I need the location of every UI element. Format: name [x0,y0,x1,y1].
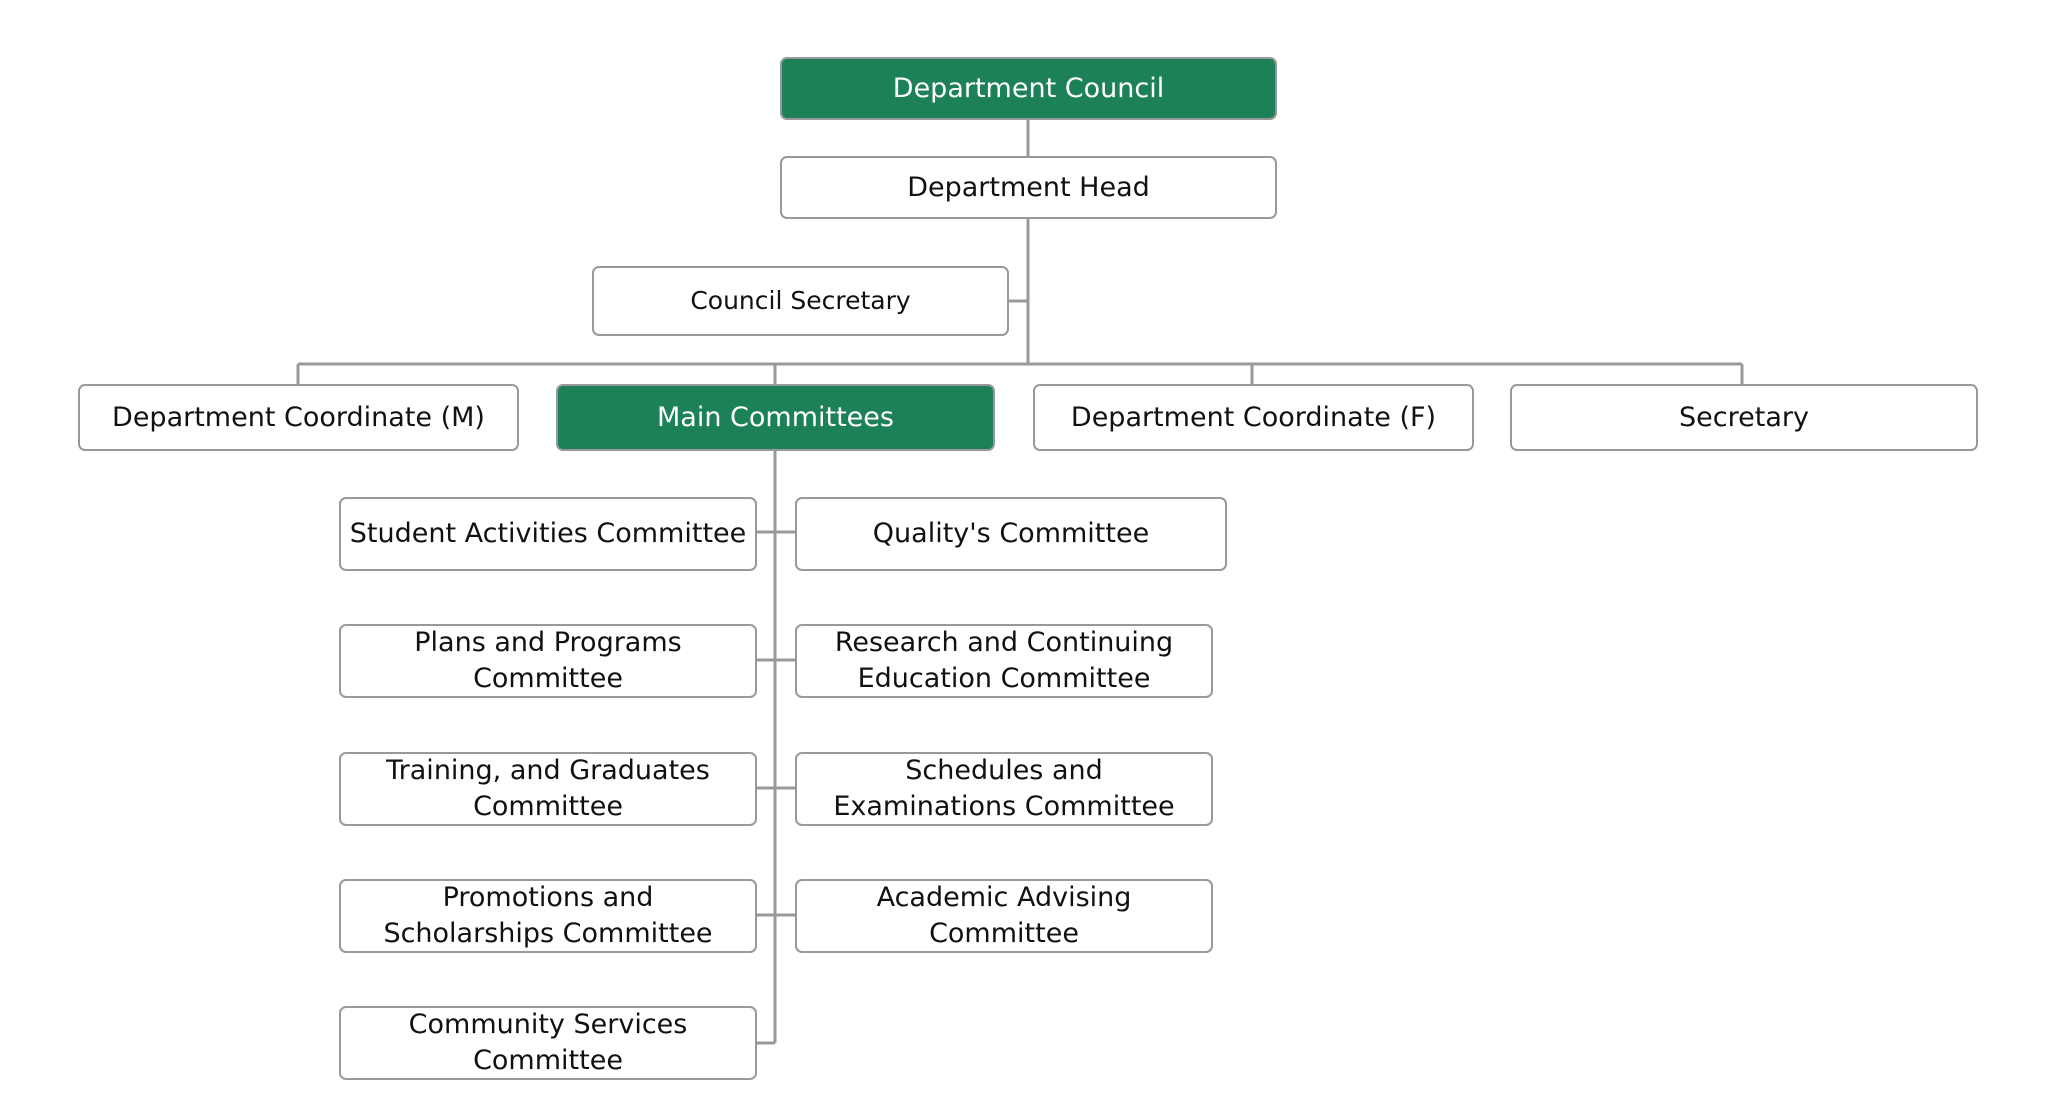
community-services-committee-node: Community Services Committee [339,1006,757,1080]
research-continuing-committee-node: Research and Continuing Education Commit… [795,624,1213,698]
department-head-node: Department Head [780,156,1277,219]
plans-programs-committee-node: Plans and Programs Committee [339,624,757,698]
training-graduates-committee-node: Training, and Graduates Committee [339,752,757,826]
academic-advising-committee-node: Academic Advising Committee [795,879,1213,953]
quality-committee-node: Quality's Committee [795,497,1227,571]
academic-advising-committee-label: Academic Advising Committee [876,882,1132,949]
schedules-examinations-committee-node: Schedules and Examinations Committee [795,752,1213,826]
council-secretary-node: Council Secretary [592,266,1009,336]
secretary-node: Secretary [1510,384,1978,451]
research-continuing-committee-label: Research and Continuing Education Commit… [834,627,1174,694]
student-activities-committee-node: Student Activities Committee [339,497,757,571]
promotions-scholarships-committee-label: Promotions and Scholarships Committee [383,882,713,949]
schedules-examinations-committee-label: Schedules and Examinations Committee [833,755,1175,822]
secretary-label: Secretary [1679,401,1809,433]
main-committees-node: Main Committees [556,384,995,451]
quality-committee-label: Quality's Committee [872,518,1150,549]
department-council-node: Department Council [780,57,1277,120]
main-committees-label: Main Committees [657,401,894,433]
department-coordinate-f-node: Department Coordinate (F) [1033,384,1474,451]
plans-programs-committee-label: Plans and Programs Committee [414,627,682,694]
promotions-scholarships-committee-node: Promotions and Scholarships Committee [339,879,757,953]
department-council-label: Department Council [892,72,1165,104]
student-activities-committee-label: Student Activities Committee [349,518,747,549]
department-coordinate-m-node: Department Coordinate (M) [78,384,519,451]
department-head-label: Department Head [907,171,1150,203]
department-coordinate-m-label: Department Coordinate (M) [112,401,485,433]
community-services-committee-label: Community Services Committee [408,1009,688,1076]
council-secretary-label: Council Secretary [690,286,911,315]
department-coordinate-f-label: Department Coordinate (F) [1070,401,1437,433]
training-graduates-committee-label: Training, and Graduates Committee [386,755,710,822]
